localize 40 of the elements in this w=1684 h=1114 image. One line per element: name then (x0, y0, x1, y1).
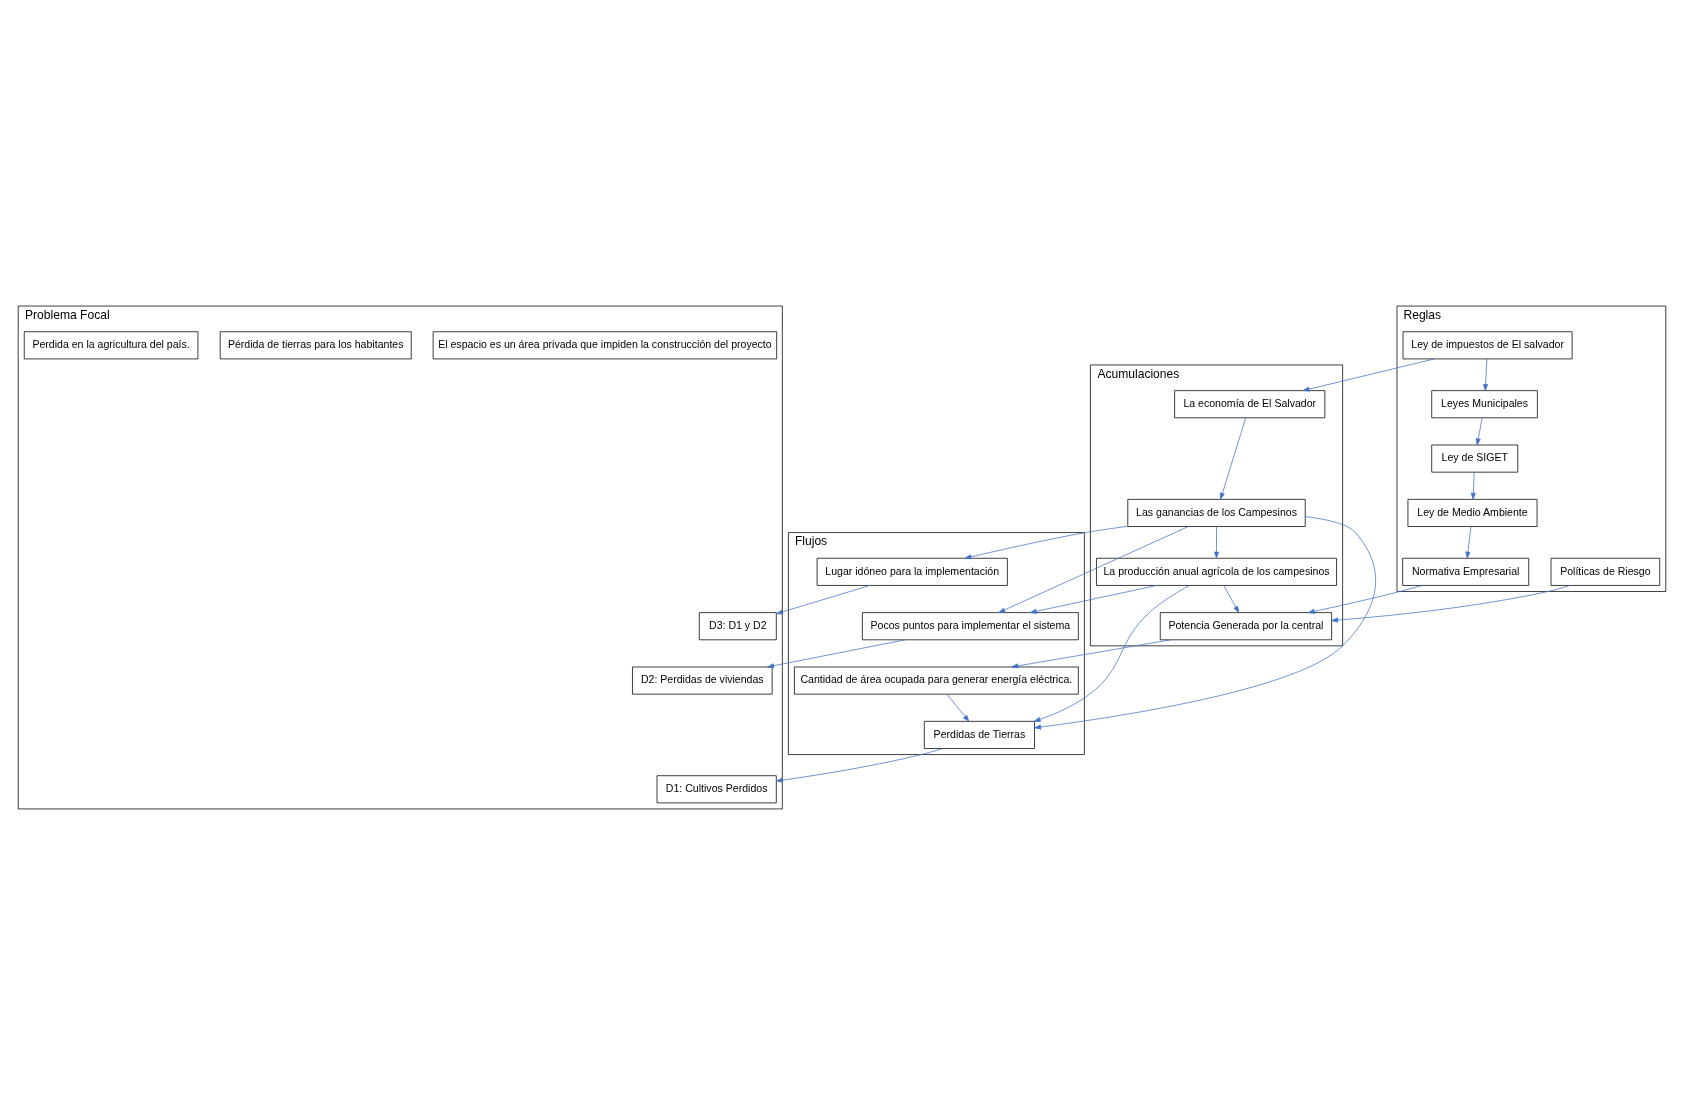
node-box: Perdida en la agricultura del país. (23, 330, 199, 359)
arrow (1465, 525, 1472, 558)
node-box: La economía de El Salvador (1174, 389, 1326, 418)
arrow (1214, 525, 1219, 558)
node-box: Potencia Generada por la central (1159, 611, 1333, 640)
arrow (1033, 584, 1190, 722)
arrow (1302, 358, 1435, 392)
arrow (964, 525, 1128, 559)
node-box: Leyes Municipales (1431, 389, 1538, 418)
node-box: D1: Cultivos Perdidos (656, 774, 777, 803)
arrow (998, 525, 1189, 613)
node-box: Cantidad de área ocupada para generar energía eléctrica. (794, 666, 1079, 695)
arrow (1483, 358, 1489, 391)
node-box: D3: D1 y D2 (698, 611, 777, 640)
node-box: La producción anual agrícola de los campesinos (1096, 557, 1337, 586)
arrow (1034, 515, 1377, 729)
arrow (946, 693, 970, 722)
node-box: Las ganancias de los Campesinos (1127, 498, 1306, 527)
node-box: Lugar idóneo para la implementación (816, 557, 1008, 586)
node-box: Ley de impuestos de El salvador (1402, 330, 1573, 359)
node-box: Normativa Empresarial (1402, 557, 1530, 586)
arrow (776, 584, 871, 614)
arrow (1011, 638, 1171, 668)
node-box: El espacio es un área privada que impiden la construcción del proyecto (432, 330, 778, 359)
arrow (1223, 584, 1240, 613)
node-box: Pocos puntos para implementar el sistema (862, 611, 1079, 640)
node-box: Ley de Medio Ambiente (1407, 498, 1538, 527)
arrow (1219, 417, 1247, 500)
arrow (1475, 417, 1483, 445)
node-box: Perdidas de Tierras (923, 720, 1035, 749)
node-box: Ley de SIGET (1431, 444, 1519, 473)
node-box: Políticas de Riesgo (1550, 557, 1661, 586)
arrow (1470, 471, 1476, 500)
arrow (776, 747, 943, 783)
node-box: D2: Perdidas de viviendas (632, 666, 773, 695)
arrow (767, 638, 906, 668)
arrow (1331, 584, 1571, 623)
arrow (1308, 584, 1423, 614)
node-box: Pérdida de tierras para los habitantes (219, 330, 412, 359)
arrow (1029, 584, 1157, 614)
